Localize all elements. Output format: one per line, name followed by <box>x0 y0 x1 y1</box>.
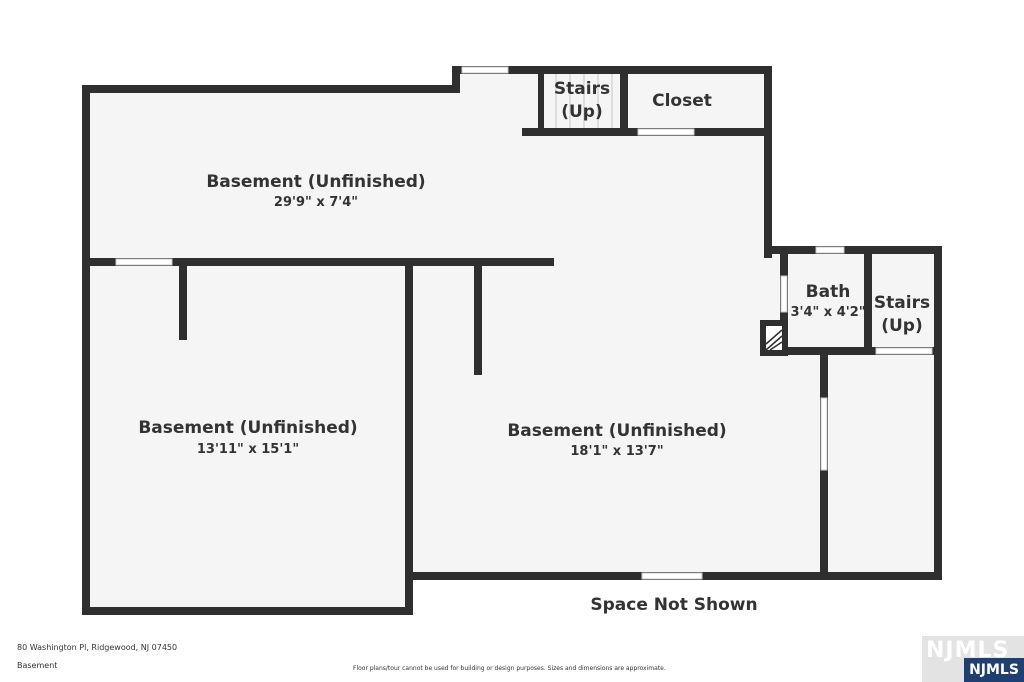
room-sub-stairs-right: (Up) <box>881 316 923 336</box>
room-labels: Basement (Unfinished) 29'9" x 7'4" Basem… <box>138 79 930 615</box>
floor-area <box>86 70 938 610</box>
disclaimer-text: Floor plans/tour cannot be used for buil… <box>353 665 666 672</box>
room-name-bath: Bath <box>806 282 851 302</box>
stair-treads <box>555 74 613 128</box>
address-text: 80 Washington Pl, Ridgewood, NJ 07450 <box>17 643 178 652</box>
room-dims-basement-center: 18'1" x 13'7" <box>570 444 663 459</box>
level-text: Basement <box>17 661 58 670</box>
room-name-stairs-right: Stairs <box>874 293 930 313</box>
room-name-closet: Closet <box>652 91 712 111</box>
watermark-logo: NJMLS NJMLS <box>922 636 1024 682</box>
room-sub-stairs-top: (Up) <box>561 102 603 122</box>
room-name-basement-left: Basement (Unfinished) <box>138 418 357 438</box>
space-not-shown-label: Space Not Shown <box>590 595 757 615</box>
room-dims-basement-top: 29'9" x 7'4" <box>274 195 358 210</box>
room-name-basement-top: Basement (Unfinished) <box>206 172 425 192</box>
njmls-badge: NJMLS <box>964 658 1024 682</box>
room-dims-bath: 3'4" x 4'2" <box>790 305 865 320</box>
room-name-basement-center: Basement (Unfinished) <box>507 421 726 441</box>
room-dims-basement-left: 13'11" x 15'1" <box>197 442 299 457</box>
room-name-stairs-top: Stairs <box>554 79 610 99</box>
windows <box>115 66 933 580</box>
chimney-icon <box>765 326 783 351</box>
